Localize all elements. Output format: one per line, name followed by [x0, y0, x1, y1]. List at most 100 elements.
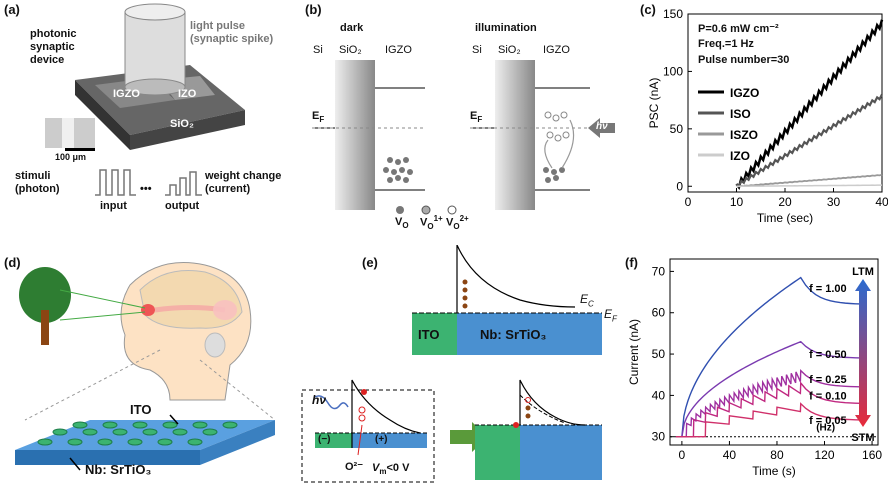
ef-left: EF [312, 110, 325, 125]
legend-label-izo: IZO [730, 149, 750, 163]
b-sio2-right: SiO₂ [498, 44, 521, 56]
y-tick-label: 50 [670, 122, 684, 136]
nbsto-block-top [457, 313, 602, 355]
light-pulse-title: light pulse (synaptic spike) [190, 20, 274, 45]
y-tick-label: 70 [652, 264, 666, 278]
series-line-izo [736, 184, 883, 188]
x-tick-label: 0 [685, 195, 692, 209]
x-tick-label: 80 [770, 448, 784, 462]
vo-legend-2: VO2+ [446, 214, 469, 231]
legend-label-iso: ISO [730, 107, 751, 121]
freq-label-2: f = 0.25 [809, 374, 847, 386]
izo-label: IZO [178, 88, 197, 100]
y-tick-label: 100 [663, 64, 683, 78]
x-tick-label: 40 [723, 448, 737, 462]
hv-label: hν [596, 121, 608, 132]
ec-label: EC [580, 292, 594, 309]
series-line-iso [735, 93, 883, 188]
plus-label: (+) [375, 434, 388, 445]
info-power: P=0.6 mW cm⁻² [698, 23, 779, 35]
hz-unit-label: (Hz) [816, 423, 835, 434]
vo-legend-1: VO1+ [420, 214, 443, 231]
sio2-barrier-dark [335, 60, 375, 210]
d-substrate-label: Nb: SrTiO₃ [85, 462, 152, 477]
panel-a-figure [45, 3, 245, 196]
light-pulse-cylinder [124, 11, 186, 88]
x-tick-label: 160 [862, 448, 882, 462]
panel-e-label: (e) [362, 255, 378, 270]
vm-box [301, 389, 435, 483]
x-axis-label: Time (s) [752, 464, 796, 478]
x-tick-label: 30 [827, 195, 841, 209]
eye-icon [141, 304, 155, 316]
y-axis-label: PSC (nA) [647, 78, 661, 129]
igzo-label: IGZO [113, 88, 140, 100]
b-si-right: Si [472, 44, 482, 56]
vm-label: Vm<0 V [372, 462, 410, 477]
series-line-f-1 [675, 340, 861, 438]
panel-b-label: (b) [305, 2, 322, 17]
d-ito-label: ITO [130, 402, 152, 417]
output-label: output [165, 200, 200, 212]
series-line-f-2 [675, 369, 861, 438]
weight-change-label: weight change (current) [205, 170, 282, 195]
panel-d-illustration [15, 262, 276, 471]
x-tick-label: 40 [875, 195, 888, 209]
output-pulses [165, 171, 202, 196]
stimuli-label: stimuli (photon) [15, 170, 60, 195]
ito-electrodes [37, 421, 238, 446]
scale-bar-label: 100 μm [55, 152, 87, 162]
x-tick-label: 10 [730, 195, 744, 209]
sio2-label: SiO₂ [170, 118, 194, 130]
series-line-f-3 [675, 381, 861, 438]
freq-label-1: f = 0.50 [809, 349, 847, 361]
input-pulses [95, 169, 136, 196]
y-tick-label: 30 [652, 430, 666, 444]
e-ef-label: EF [604, 307, 617, 324]
panel-c-label: (c) [640, 2, 656, 17]
panel-a-label: (a) [4, 2, 20, 17]
freq-label-0: f = 1.00 [809, 283, 847, 295]
tree-icon [19, 267, 71, 323]
panel-e-band-diagram [301, 245, 602, 483]
si-label: Si [172, 142, 182, 153]
photonic-device-title: photonic synaptic device [30, 28, 77, 66]
info-pulse-number: Pulse number=30 [698, 54, 790, 66]
vo-legend-0: VO [395, 216, 409, 231]
y-tick-label: 0 [676, 179, 683, 193]
legend-label-iszo: ISZO [730, 128, 758, 142]
oxygen-vacancies-dark [383, 157, 413, 183]
b-si-left: Si [313, 44, 323, 56]
b-igzo-left: IGZO [385, 44, 412, 56]
panel-d-label: (d) [4, 255, 21, 270]
e-nbsto-label: Nb: SrTiO₃ [480, 327, 547, 342]
illumination-label: illumination [475, 22, 537, 34]
series-line-f-4 [675, 402, 861, 438]
stm-label: STM [851, 432, 874, 444]
ionized-vacancies [544, 111, 570, 142]
y-axis-label: Current (nA) [627, 319, 641, 385]
x-tick-label: 0 [679, 448, 686, 462]
light-arrow [588, 118, 615, 138]
excitation-arrow [561, 119, 575, 169]
ellipsis-dots: ••• [140, 183, 152, 195]
series-line-iszo [736, 173, 883, 188]
x-tick-label: 120 [814, 448, 834, 462]
freq-label-4: f = 0.05 [809, 415, 847, 427]
dark-label: dark [340, 22, 364, 34]
ltm-label: LTM [852, 266, 874, 278]
ito-block-top [412, 313, 457, 355]
ltm-stm-arrow [855, 279, 871, 427]
panel-f-label: (f) [625, 255, 638, 270]
e-ito-label: ITO [418, 327, 440, 342]
b-sio2-left: SiO₂ [339, 44, 362, 56]
y-tick-label: 150 [663, 7, 683, 21]
minus-label: (−) [318, 434, 331, 445]
plot-frame [669, 258, 879, 446]
ef-right: EF [470, 110, 483, 125]
series-line-igzo [735, 19, 884, 191]
series-line-f-0 [675, 276, 861, 438]
conduction-band-top [456, 245, 576, 313]
panel-b-band-diagram [312, 60, 615, 215]
